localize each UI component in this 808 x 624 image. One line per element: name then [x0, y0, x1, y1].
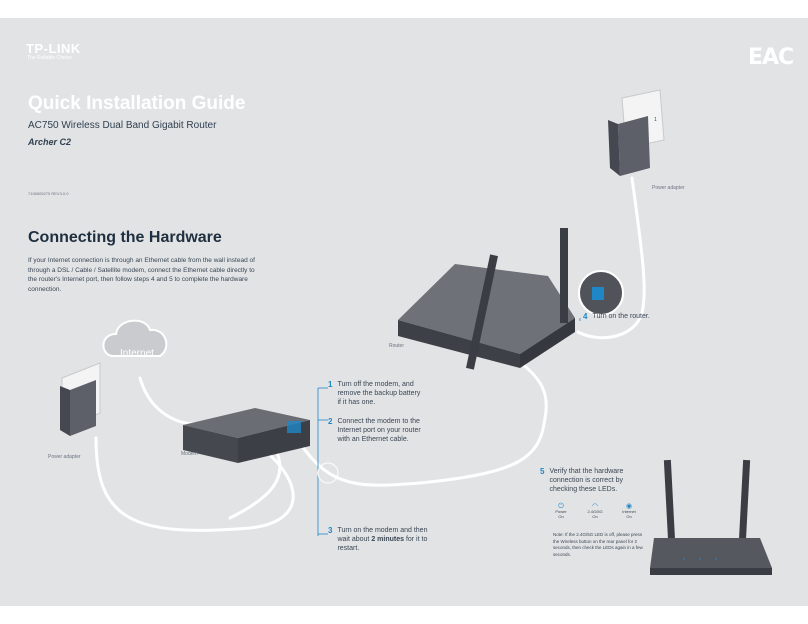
ethernet-cable — [298, 362, 548, 487]
led-name: Internet — [622, 509, 636, 514]
part-number: 7106505275 REV3.0.0 — [28, 191, 69, 196]
step-number: 1 — [328, 380, 333, 389]
led-state: On — [626, 514, 632, 519]
section-title: Connecting the Hardware — [28, 229, 222, 246]
tp-link-logo: TP-LINK The Reliable Choice — [26, 41, 81, 61]
guide-sheet: TP-LINK The Reliable Choice EAC Quick In… — [0, 18, 808, 606]
left-power-adapter — [60, 362, 101, 436]
router-device — [398, 228, 575, 370]
wifi-icon: ◠ — [591, 503, 599, 510]
internet-icon: ◉ — [625, 503, 633, 510]
step-4: 4 Turn on the router. — [583, 312, 673, 321]
step-text: Turn on the router. — [592, 313, 650, 320]
plug-marker: 1 — [654, 117, 657, 123]
step-text: Turn on the modem and then wait about 2 … — [337, 527, 428, 552]
power-icon: ⏻ — [558, 503, 564, 510]
step-number: 3 — [328, 526, 333, 535]
brand-tagline: The Reliable Choice — [27, 55, 73, 61]
step-number: 4 — [583, 312, 588, 321]
led-note: Note: If the 2.4G/5G LED is off, please … — [553, 532, 643, 557]
section-intro: If your Internet connection is through a… — [28, 257, 255, 293]
hardware-diagram — [60, 89, 772, 575]
right-power-adapter — [608, 89, 665, 176]
guide-title: Quick Installation Guide — [28, 93, 246, 114]
internet-line — [138, 376, 207, 426]
internet-cloud — [102, 319, 168, 357]
step-3: 3 Turn on the modem and then wait about … — [328, 526, 428, 553]
step-1: 1 Turn off the modem, and remove the bac… — [328, 380, 424, 407]
power-adapter-left-label: Power adapter — [48, 454, 81, 460]
model-name: Archer C2 — [28, 137, 72, 147]
step-2: 2 Connect the modem to the Internet port… — [328, 417, 424, 444]
led-wireless: ◠ 2.4G/5G On — [581, 503, 609, 519]
step-number: 5 — [540, 467, 545, 476]
power-adapter-right-label: Power adapter — [652, 185, 685, 191]
led-power: ⏻ Power On — [547, 503, 575, 519]
led-indicators: ⏻ Power On ◠ 2.4G/5G On ◉ Internet On — [547, 503, 643, 519]
step-5: 5 Verify that the hardware connection is… — [540, 467, 650, 494]
led-name: 2.4G/5G — [587, 509, 603, 514]
led-state: On — [592, 514, 598, 519]
eac-mark: EAC — [748, 45, 794, 70]
led-internet: ◉ Internet On — [615, 503, 643, 519]
router-product-image — [650, 459, 772, 575]
guide-subtitle: AC750 Wireless Dual Band Gigabit Router — [28, 120, 217, 131]
brand-name: TP-LINK — [26, 41, 81, 56]
led-name: Power — [555, 509, 567, 514]
modem-power-cable — [94, 436, 295, 532]
internet-label: Internet — [120, 348, 154, 359]
router-label: Router — [389, 343, 405, 349]
step-number: 2 — [328, 417, 333, 426]
led-state: On — [558, 514, 564, 519]
modem-device — [183, 408, 310, 463]
step-text: Connect the modem to the Internet port o… — [337, 418, 421, 443]
step-text: Turn off the modem, and remove the backu… — [337, 381, 421, 406]
step-text: Verify that the hardware connection is c… — [549, 468, 624, 493]
router-power-cable — [576, 176, 646, 340]
modem-label: Modem — [181, 451, 198, 457]
